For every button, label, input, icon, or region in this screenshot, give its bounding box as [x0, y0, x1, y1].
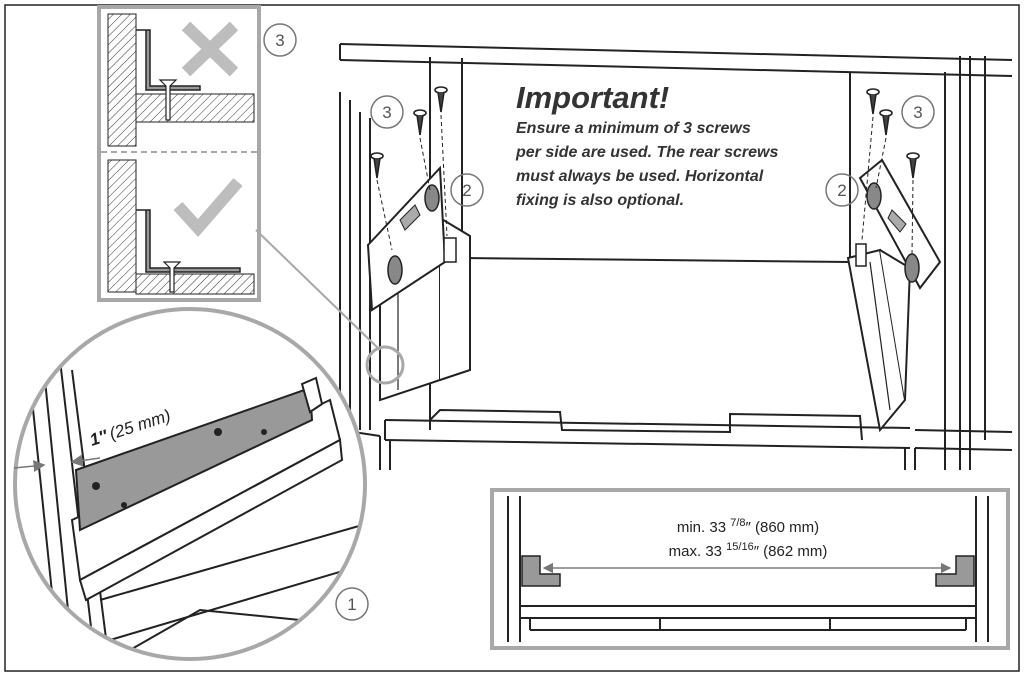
callout-2-right: 2 — [825, 173, 859, 207]
zoom-detail — [15, 309, 365, 659]
callout-2-left: 2 — [450, 173, 484, 207]
outer-frame — [4, 4, 1020, 672]
detail-focus-ring — [365, 345, 405, 385]
min-width-label: min. 33 7/8″ (860 mm) — [677, 517, 819, 536]
callout-1: 1 — [335, 587, 369, 621]
check-mark-icon — [173, 178, 243, 238]
screw-icon — [861, 88, 880, 241]
screw-icon — [413, 109, 431, 191]
callout-markers: 3 3 3 2 2 1 — [263, 23, 935, 621]
svg-text:2: 2 — [837, 181, 846, 200]
screws — [370, 86, 920, 255]
detail-connector — [255, 229, 381, 351]
rail-clips — [443, 237, 867, 267]
note-line-3: must always be used. Horizontal — [516, 168, 764, 185]
cross-mark-icon — [181, 21, 239, 77]
note-line-4: fixing is also optional. — [516, 192, 684, 209]
screw-icon — [875, 109, 893, 189]
screw-icon — [370, 152, 393, 251]
edge-offset-arrows — [13, 454, 101, 473]
screw-icon — [906, 152, 920, 255]
right-rail — [846, 248, 912, 433]
screw-detail-panel — [97, 5, 261, 302]
svg-text:3: 3 — [913, 103, 922, 122]
svg-text:3: 3 — [382, 103, 391, 122]
max-width-label: max. 33 15/16″ (862 mm) — [669, 541, 828, 560]
svg-text:2: 2 — [462, 181, 471, 200]
note-line-1: Ensure a minimum of 3 screws — [516, 120, 751, 137]
note-line-2: per side are used. The rear screws — [515, 144, 778, 161]
zoom-circle-border — [13, 307, 367, 661]
note-title: Important! — [516, 80, 669, 115]
svg-text:3: 3 — [275, 31, 284, 50]
callout-3-detail: 3 — [263, 23, 297, 57]
svg-text:1: 1 — [347, 595, 356, 614]
callout-3-right: 3 — [901, 95, 935, 129]
callout-3-left: 3 — [370, 95, 404, 129]
important-note: Important! Ensure a minimum of 3 screws … — [515, 80, 778, 209]
right-side-panel — [858, 158, 942, 290]
width-detail-panel — [490, 488, 1010, 650]
screw-icon — [434, 86, 448, 237]
